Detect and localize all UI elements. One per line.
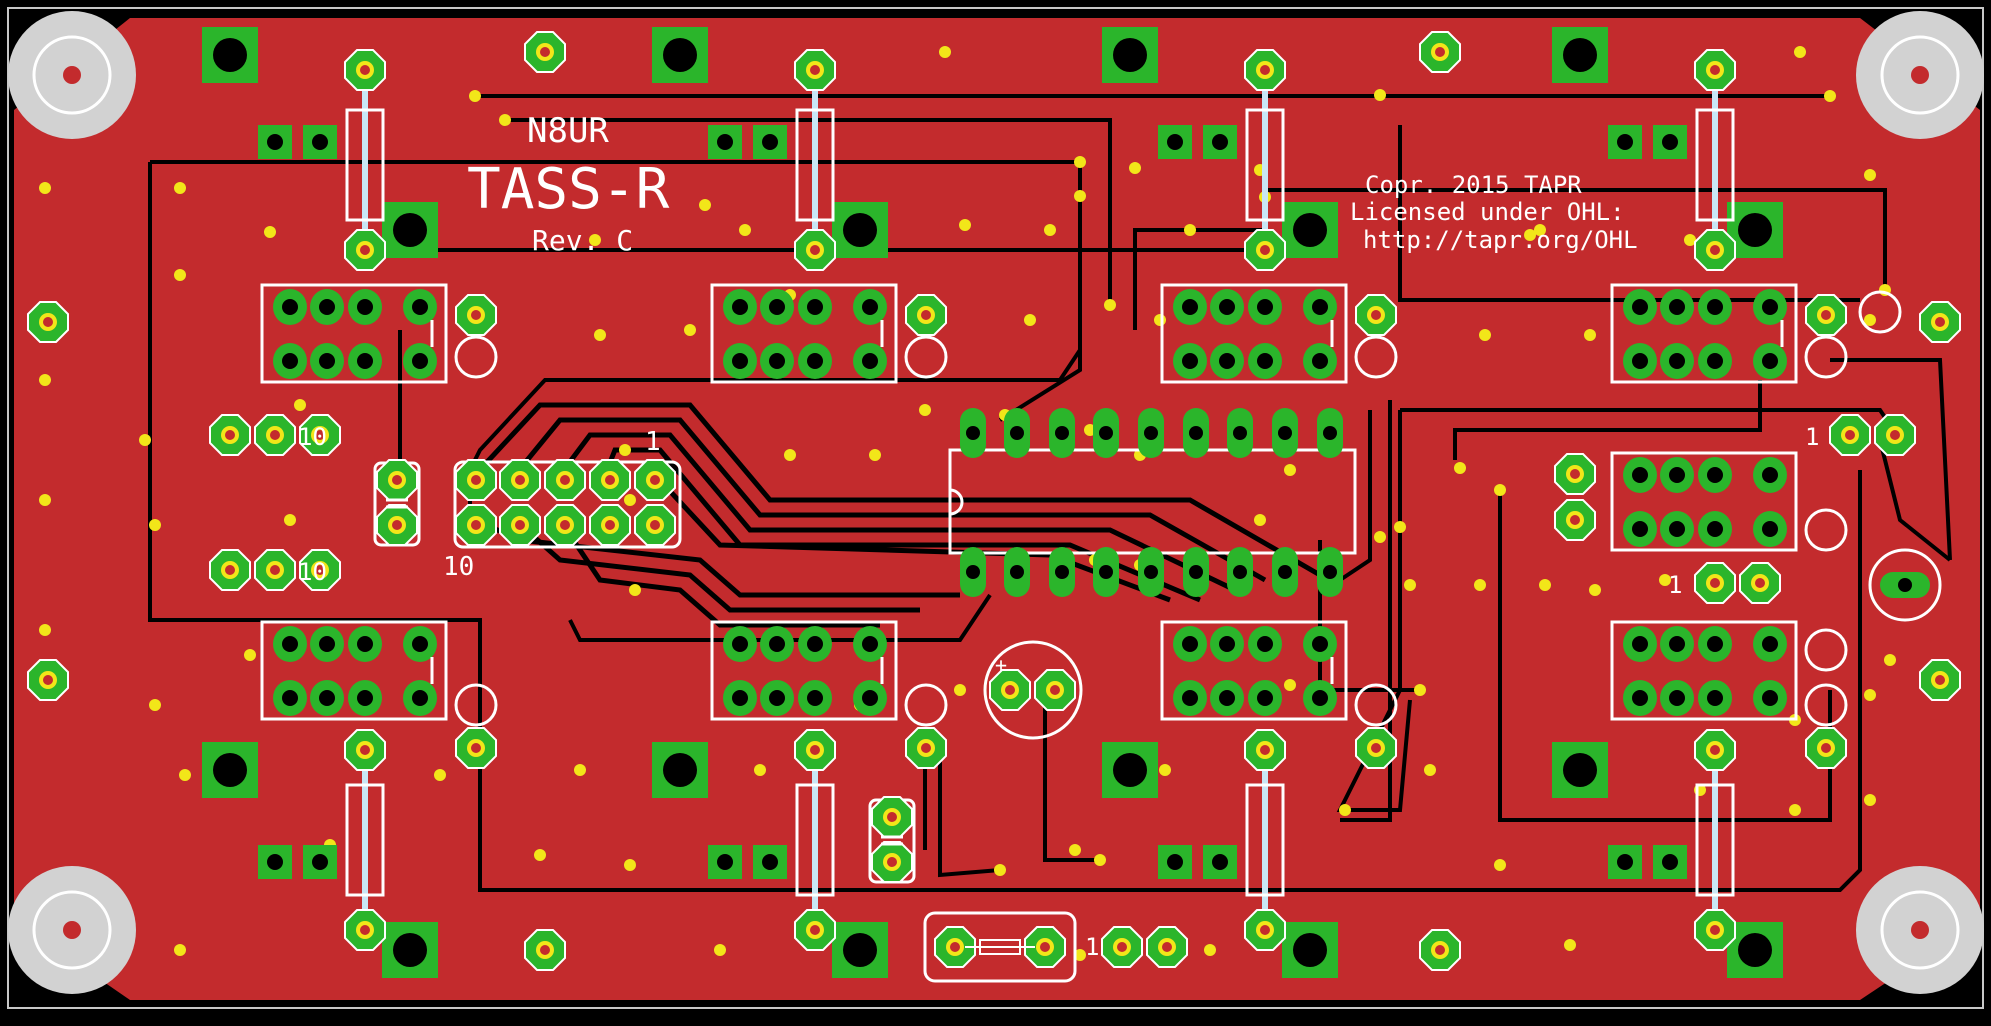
pin-label-10: 10 <box>443 552 474 582</box>
connector-pin-label-3: 1 <box>1805 423 1819 451</box>
connector-pin-label-5: 1 <box>1085 933 1099 961</box>
copyright-line-3: http://tapr.org/OHL <box>1363 226 1638 254</box>
resistors <box>344 49 1736 951</box>
copyright-line-1: Copr. 2015 TAPR <box>1365 171 1582 199</box>
connector-pin-label-1: 10 <box>298 423 327 451</box>
connector-pin-label-4: 1 <box>1668 571 1682 599</box>
connector-pin-label-2: 10 <box>298 558 327 586</box>
board-outline <box>7 7 1984 1009</box>
mounting-hole-icon <box>8 11 1984 994</box>
author-label: N8UR <box>527 111 609 151</box>
ic-chip <box>948 408 1357 597</box>
revision-label: Rev. C <box>532 224 633 257</box>
pin-header <box>453 459 682 549</box>
transistor <box>1868 548 1942 622</box>
diode-pads <box>454 290 1902 727</box>
fuse <box>923 911 1077 983</box>
relay-blocks <box>260 283 1798 721</box>
copyright-line-2: Licensed under OHL: <box>1350 198 1625 226</box>
pin-label-1: 1 <box>645 427 661 457</box>
copper-pour <box>14 18 1980 1000</box>
board-title: TASS-R <box>467 157 670 222</box>
capacitors: + <box>373 459 1083 884</box>
svg-text:+: + <box>995 653 1007 677</box>
silkscreen-text: N8UR TASS-R Rev. C Copr. 2015 TAPR Licen… <box>298 111 1819 961</box>
